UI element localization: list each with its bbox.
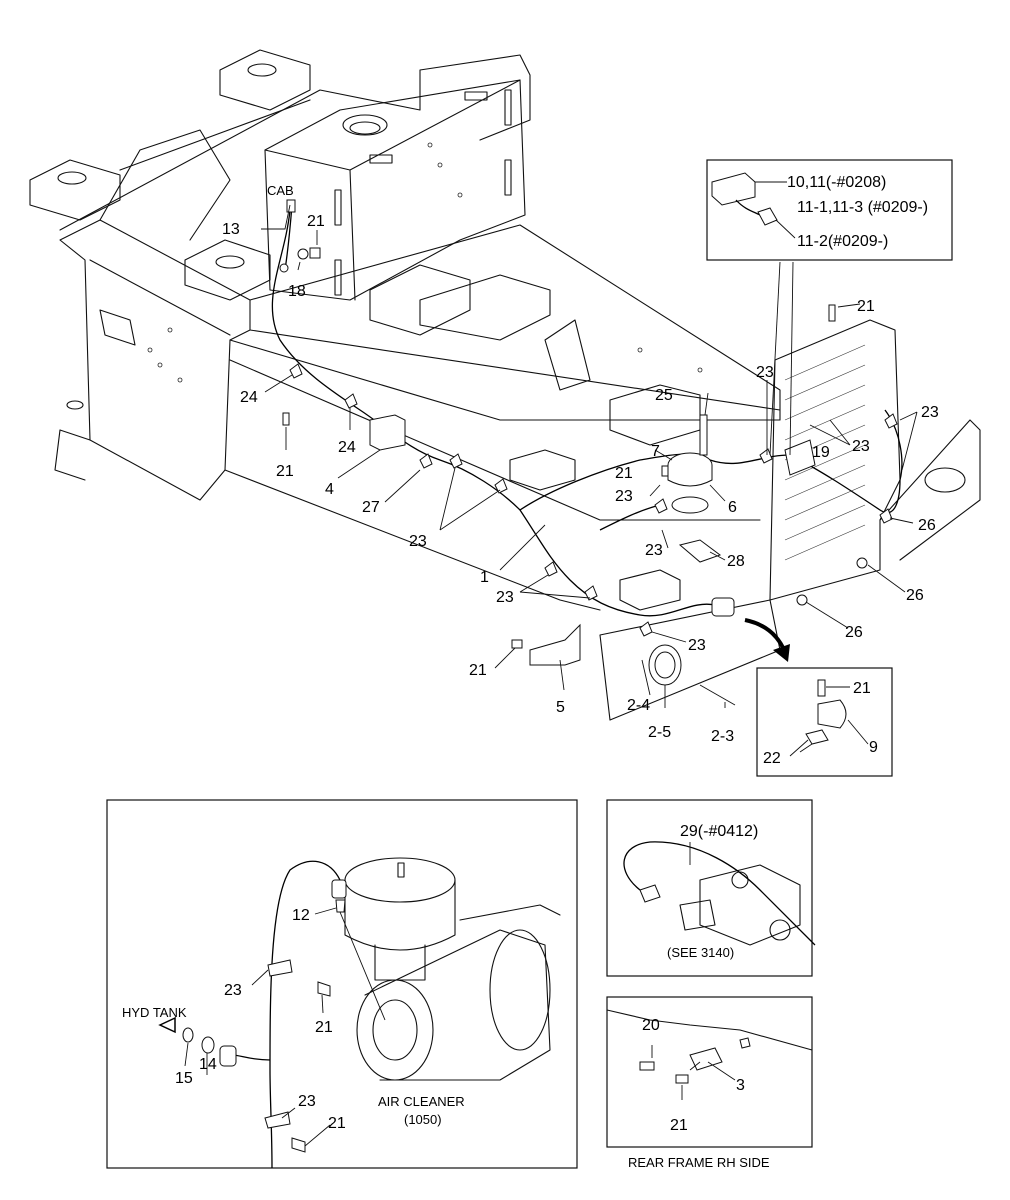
label-10-11: 10,11(-#0208) bbox=[787, 174, 886, 191]
label-21: 21 bbox=[315, 1019, 333, 1036]
valve-inset bbox=[606, 799, 816, 977]
label-15: 15 bbox=[175, 1070, 193, 1087]
label-21: 21 bbox=[307, 213, 325, 230]
label-23: 23 bbox=[409, 533, 427, 550]
label-air-cleaner-ref: (1050) bbox=[404, 1112, 442, 1127]
label-26: 26 bbox=[845, 624, 863, 641]
label-air-cleaner: AIR CLEANER bbox=[378, 1094, 465, 1109]
label-18: 18 bbox=[288, 283, 306, 300]
wire-harness bbox=[271, 199, 903, 706]
switch-inset bbox=[706, 159, 953, 456]
label-cab: CAB bbox=[267, 183, 294, 198]
label-13: 13 bbox=[222, 221, 240, 238]
label-23: 23 bbox=[615, 488, 633, 505]
label-26: 26 bbox=[918, 517, 936, 534]
label-20: 20 bbox=[642, 1017, 660, 1034]
callout-labels: CAB 13 21 18 24 24 21 4 27 23 1 23 21 5 … bbox=[122, 174, 939, 1170]
label-19: 19 bbox=[812, 444, 830, 461]
label-26: 26 bbox=[906, 587, 924, 604]
label-21: 21 bbox=[853, 680, 871, 697]
label-7: 7 bbox=[651, 443, 660, 460]
label-12: 12 bbox=[292, 907, 310, 924]
label-2-3: 2-3 bbox=[711, 728, 734, 745]
rear-frame-inset bbox=[606, 996, 813, 1148]
label-23: 23 bbox=[298, 1093, 316, 1110]
label-24: 24 bbox=[240, 389, 258, 406]
label-6: 6 bbox=[728, 499, 737, 516]
label-29: 29(-#0412) bbox=[680, 823, 758, 840]
label-23: 23 bbox=[688, 637, 706, 654]
label-23: 23 bbox=[756, 364, 774, 381]
caption-rear-frame-rh-side: REAR FRAME RH SIDE bbox=[628, 1155, 770, 1170]
label-28: 28 bbox=[727, 553, 745, 570]
label-21: 21 bbox=[276, 463, 294, 480]
air-cleaner-inset bbox=[106, 799, 578, 1169]
label-hyd-tank: HYD TANK bbox=[122, 1005, 187, 1020]
label-2-5: 2-5 bbox=[648, 724, 671, 741]
label-14: 14 bbox=[199, 1056, 217, 1073]
label-5: 5 bbox=[556, 699, 565, 716]
label-9: 9 bbox=[869, 739, 878, 756]
label-23: 23 bbox=[852, 438, 870, 455]
label-21: 21 bbox=[615, 465, 633, 482]
label-11-1-11-3: 11-1,11-3 (#0209-) bbox=[797, 199, 928, 216]
lamp-inset bbox=[756, 667, 893, 777]
label-22: 22 bbox=[763, 750, 781, 767]
label-25: 25 bbox=[655, 387, 673, 404]
label-2-4: 2-4 bbox=[627, 697, 650, 714]
label-3: 3 bbox=[736, 1077, 745, 1094]
label-1: 1 bbox=[480, 569, 489, 586]
label-23: 23 bbox=[496, 589, 514, 606]
label-21: 21 bbox=[857, 298, 875, 315]
label-23: 23 bbox=[224, 982, 242, 999]
leader-lines bbox=[184, 204, 918, 1147]
label-11-2: 11-2(#0209-) bbox=[797, 233, 888, 250]
label-23: 23 bbox=[921, 404, 939, 421]
label-21: 21 bbox=[670, 1117, 688, 1134]
label-27: 27 bbox=[362, 499, 380, 516]
label-21: 21 bbox=[469, 662, 487, 679]
label-see-3140: (SEE 3140) bbox=[667, 945, 734, 960]
label-4: 4 bbox=[325, 481, 334, 498]
label-21: 21 bbox=[328, 1115, 346, 1132]
main-frame-drawing bbox=[29, 49, 981, 721]
label-23: 23 bbox=[645, 542, 663, 559]
label-24: 24 bbox=[338, 439, 356, 456]
